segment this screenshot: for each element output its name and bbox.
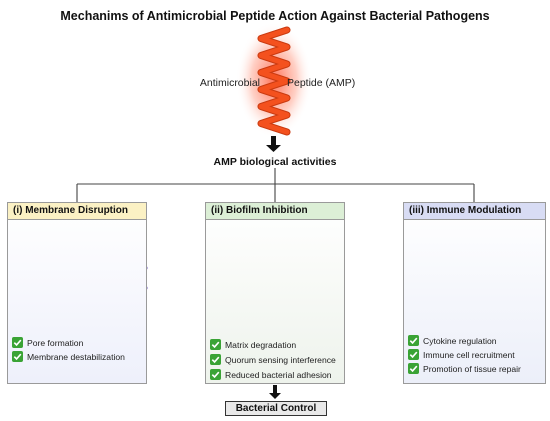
amp-label-left: Antimicrobial — [199, 77, 260, 89]
panel-membrane-disruption: (i) Membrane Disruption — [7, 202, 147, 384]
bullet-text: Promotion of tissue repair — [423, 363, 521, 374]
bullet-item: Quorum sensing interference — [210, 354, 336, 365]
check-icon — [12, 337, 23, 348]
panel-heading: (i) Membrane Disruption — [8, 203, 146, 220]
panel-immune-modulation: (iii) Immune Modulation — [403, 202, 546, 384]
amp-label-right: Peptide (AMP) — [287, 77, 356, 89]
bullet-item: Pore formation — [12, 337, 83, 348]
panel-heading: (ii) Biofilm Inhibition — [206, 203, 344, 220]
diagram-title: Mechanims of Antimicrobial Peptide Actio… — [60, 9, 490, 23]
check-icon — [408, 349, 419, 360]
bullet-item: Reduced bacterial adhesion — [210, 369, 332, 380]
panel-heading: (iii) Immune Modulation — [404, 203, 545, 220]
bullet-item: Immune cell recruitment — [408, 349, 515, 360]
bullet-item: Cytokine regulation — [408, 335, 497, 346]
arrow-down-icon-2 — [269, 385, 281, 399]
bullet-item: Membrane destabilization — [12, 351, 125, 362]
bullet-item: Matrix degradation — [210, 339, 296, 350]
bullet-text: Pore formation — [27, 337, 84, 348]
arrow-down-icon — [266, 136, 281, 152]
activities-label: AMP biological activities — [213, 156, 337, 168]
bacterial-control-box: Bacterial Control — [225, 401, 327, 416]
bullet-text: Immune cell recruitment — [423, 349, 515, 360]
bullet-text: Matrix degradation — [225, 339, 297, 350]
check-icon — [408, 335, 419, 346]
bullet-text: Reduced bacterial adhesion — [225, 369, 332, 380]
check-icon — [210, 339, 221, 350]
check-icon — [408, 363, 419, 374]
bullet-text: Membrane destabilization — [27, 351, 125, 362]
check-icon — [210, 369, 221, 380]
bullet-item: Promotion of tissue repair — [408, 363, 521, 374]
check-icon — [210, 354, 221, 365]
panel-biofilm-inhibition: (ii) Biofilm Inhibition — [205, 202, 345, 384]
helix-band — [258, 27, 290, 135]
connector-lines — [76, 168, 475, 202]
central-helix-icon — [257, 26, 291, 136]
bullet-text: Quorum sensing interference — [225, 354, 336, 365]
bullet-text: Cytokine regulation — [423, 335, 497, 346]
check-icon — [12, 351, 23, 362]
